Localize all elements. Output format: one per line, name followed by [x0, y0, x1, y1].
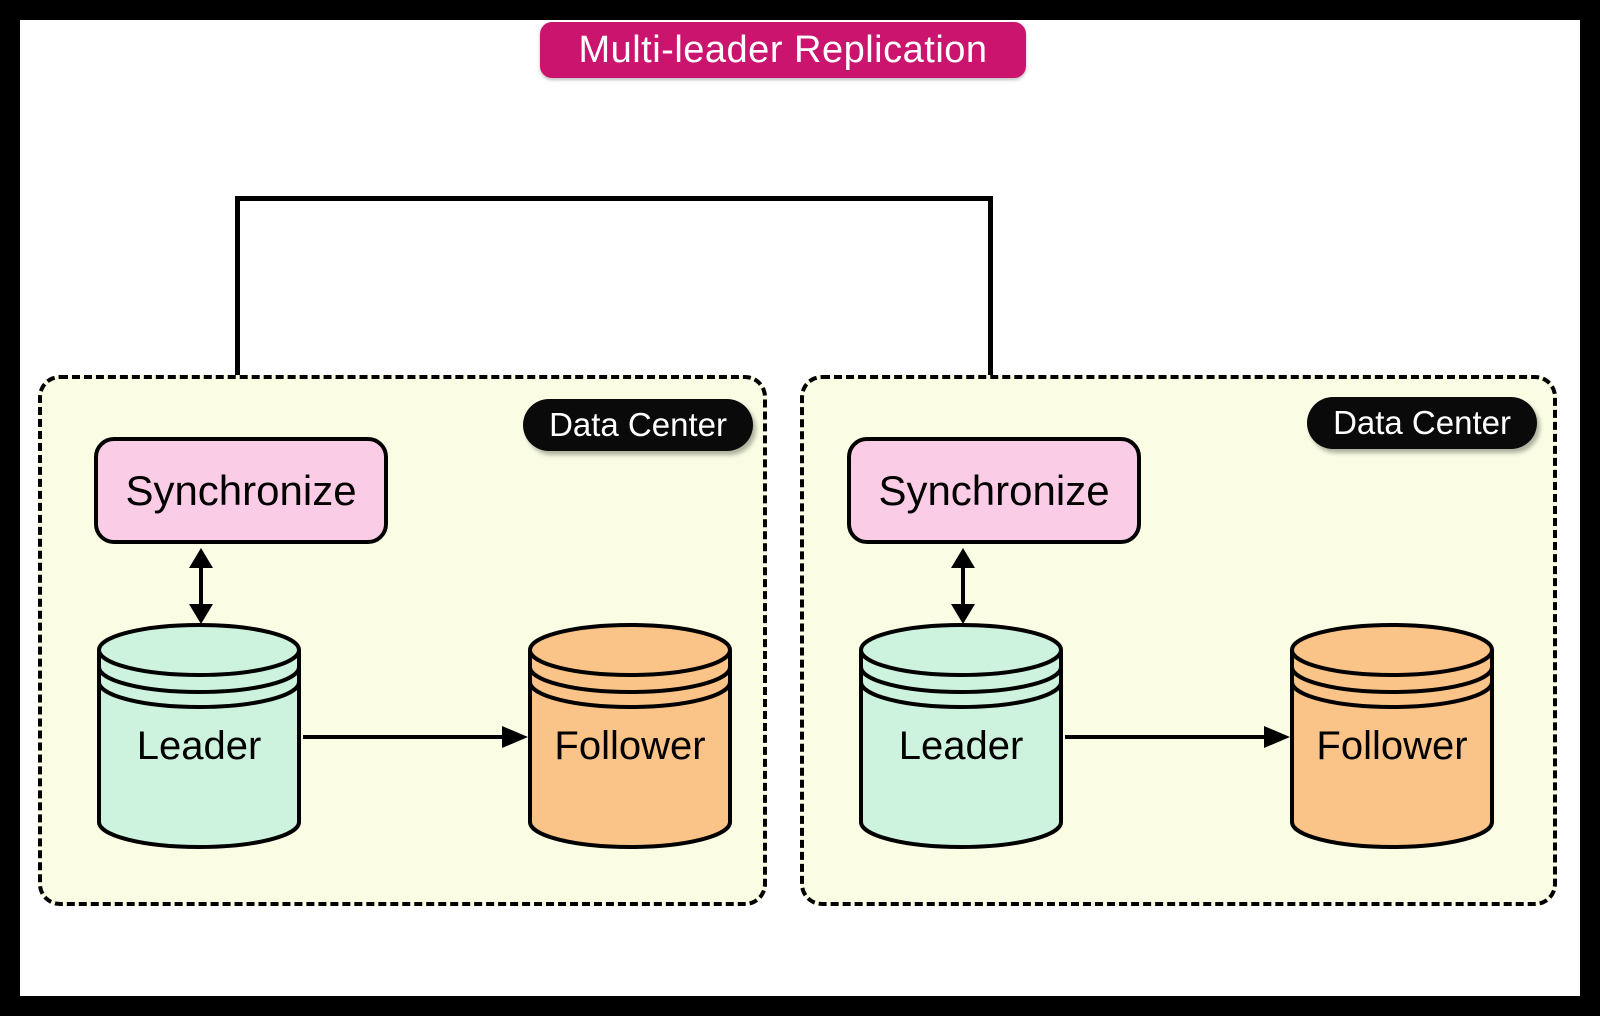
follower-database-node: Follower [1290, 622, 1494, 850]
synchronize-node: Synchronize [847, 437, 1141, 544]
database-cylinder-icon [1290, 623, 1494, 849]
sync-link-horizontal-line [235, 196, 993, 201]
synchronize-node: Synchronize [94, 437, 388, 544]
diagram-canvas: Multi-leader Replication Data Center Syn… [20, 20, 1580, 996]
arrow-shaft [961, 556, 965, 616]
data-center-badge: Data Center [523, 399, 753, 451]
arrowhead-right-icon [1264, 726, 1290, 748]
database-cylinder-icon [859, 623, 1063, 849]
database-cylinder-icon [97, 623, 301, 849]
follower-label: Follower [1316, 724, 1468, 768]
leader-database-node: Leader [97, 622, 301, 850]
sync-link-left-vertical-line [235, 196, 240, 406]
sync-leader-double-arrow [187, 548, 215, 624]
arrowhead-down-icon [189, 604, 213, 624]
leader-database-node: Leader [859, 622, 1063, 850]
data-center-panel-2: Data Center Synchronize Leader [800, 375, 1557, 906]
follower-label: Follower [554, 724, 706, 768]
data-center-panel-1: Data Center Synchronize Leader [38, 375, 767, 906]
data-center-badge: Data Center [1307, 397, 1537, 449]
arrowhead-down-icon [951, 604, 975, 624]
arrowhead-right-icon [502, 726, 528, 748]
sync-leader-double-arrow [949, 548, 977, 624]
leader-follower-arrow-line [1065, 735, 1266, 739]
database-cylinder-icon [528, 623, 732, 849]
leader-label: Leader [136, 724, 262, 768]
sync-link-right-vertical-line [988, 196, 993, 406]
leader-label: Leader [898, 724, 1024, 768]
arrow-shaft [199, 556, 203, 616]
leader-follower-arrow-line [303, 735, 504, 739]
diagram-title: Multi-leader Replication [540, 22, 1026, 78]
follower-database-node: Follower [528, 622, 732, 850]
